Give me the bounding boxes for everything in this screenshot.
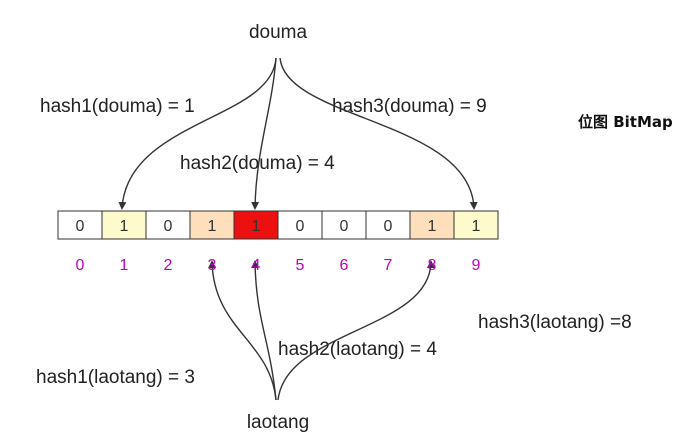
bitmap-index-0: 0 — [76, 257, 85, 274]
bitmap-indices: 0 1 2 3 4 5 6 7 8 9 — [76, 257, 481, 274]
bitmap-cell-4 — [233, 210, 279, 240]
bitmap-index-7: 7 — [384, 257, 393, 274]
bitmap-cell-5 — [277, 210, 323, 240]
bitmap-cell-value-3: 1 — [208, 218, 217, 235]
bitmap-cell-value-5: 0 — [296, 218, 305, 235]
arrow-douma-to-1 — [118, 57, 277, 210]
bitmap-cell-0 — [57, 210, 103, 240]
hash-label-douma-2: hash2(douma) = 4 — [180, 153, 335, 174]
bitmap-cell-value-2: 0 — [164, 218, 173, 235]
bitmap-cell-8 — [409, 210, 455, 240]
hash-label-douma-3: hash3(douma) = 9 — [332, 96, 487, 117]
bitmap-cell-value-6: 0 — [340, 218, 349, 235]
bitmap-index-5: 5 — [296, 257, 305, 274]
bitmap-index-6: 6 — [340, 257, 349, 274]
bitmap-cell-7 — [365, 210, 411, 240]
source-laotang: laotang — [247, 412, 309, 433]
bitmap-index-4: 4 — [252, 257, 261, 274]
bitmap-cell-3 — [189, 210, 235, 240]
bitmap-cell-2 — [145, 210, 191, 240]
bitmap-index-9: 9 — [472, 257, 481, 274]
bitmap-cell-value-0: 0 — [76, 218, 85, 235]
bitmap-cell-value-9: 1 — [472, 218, 481, 235]
bitmap-array: 0 1 0 1 1 0 0 0 1 1 — [57, 210, 499, 240]
arrow-laotang-to-3 — [208, 260, 277, 401]
bitmap-index-1: 1 — [120, 257, 129, 274]
bitmap-cell-9 — [453, 210, 499, 240]
hash-label-douma-1: hash1(douma) = 1 — [40, 96, 195, 117]
arrow-douma-to-4 — [251, 57, 277, 210]
diagram-title: 位图 BitMap — [578, 113, 673, 131]
bitmap-cell-value-1: 1 — [120, 218, 129, 235]
hash-label-laotang-3: hash3(laotang) =8 — [478, 312, 632, 333]
hash-label-laotang-1: hash1(laotang) = 3 — [36, 367, 195, 388]
bitmap-index-3: 3 — [208, 257, 217, 274]
bitmap-cell-6 — [321, 210, 367, 240]
arrow-laotang-to-8 — [277, 260, 435, 401]
arrow-douma-to-9 — [279, 57, 478, 210]
hash-label-laotang-2: hash2(laotang) = 4 — [278, 339, 437, 360]
bitmap-index-2: 2 — [164, 257, 173, 274]
bitmap-cell-value-8: 1 — [428, 218, 437, 235]
source-douma: douma — [249, 22, 308, 43]
bitmap-cell-value-4: 1 — [252, 218, 261, 235]
arrow-laotang-to-4 — [251, 260, 277, 401]
bitmap-cell-value-7: 0 — [384, 218, 393, 235]
bitmap-index-8: 8 — [428, 257, 437, 274]
